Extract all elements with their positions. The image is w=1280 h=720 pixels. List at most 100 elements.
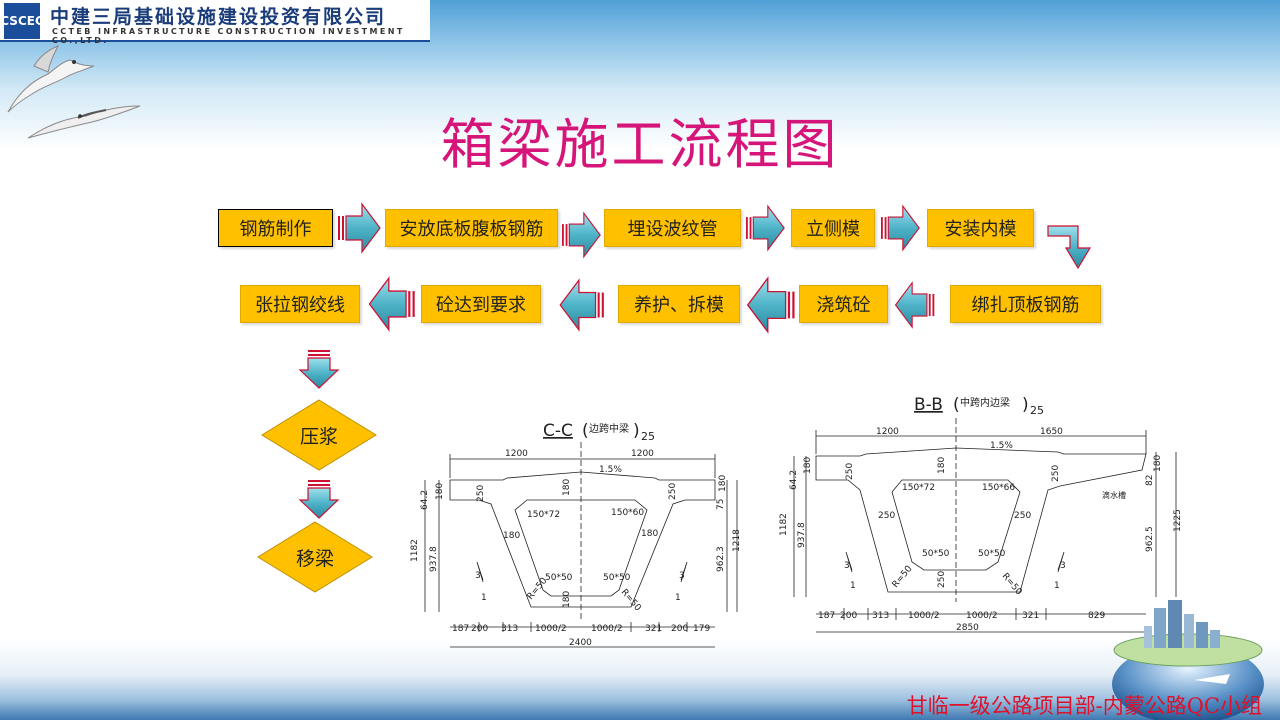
company-name-cn: 中建三局基础设施建设投资有限公司 [50, 2, 386, 29]
down-arrow-icon [298, 350, 340, 390]
step-place-bottom-web-rebar: 安放底板腹板钢筋 [385, 209, 558, 247]
dim-label: 313 [501, 624, 518, 634]
dim-label: 180 [803, 457, 813, 474]
dim-label: R=50 [619, 588, 643, 614]
dim-label: 1.5% [990, 441, 1013, 451]
dim-label: 3 [1060, 561, 1066, 571]
dim-label: 180 [718, 475, 728, 492]
company-logo-bar: CSCEC 中建三局基础设施建设投资有限公司 CCTEB INFRASTRUCT… [0, 0, 430, 42]
dim-label: 200 [840, 611, 857, 621]
dim-label: 250 [1014, 511, 1031, 521]
dim-label: 1 [675, 593, 681, 603]
svg-text:(: ( [582, 421, 589, 441]
company-logo-icon: CSCEC [4, 3, 40, 39]
dim-label: 1000/2 [591, 624, 623, 634]
dim-label: 2850 [956, 623, 979, 633]
block-arrow-icon [562, 210, 602, 260]
section-scale: 25 [641, 430, 655, 443]
decision-grouting: 压浆 [260, 398, 378, 472]
dim-label: 250 [845, 463, 855, 480]
dim-label: 1 [1054, 581, 1060, 591]
step-concrete-strength: 砼达到要求 [421, 285, 541, 323]
dim-label: 200 [671, 624, 688, 634]
step-top-slab-rebar: 绑扎顶板钢筋 [950, 285, 1101, 323]
svg-text:(: ( [953, 395, 960, 415]
dim-label: 180 [562, 479, 572, 496]
decision-move-beam: 移梁 [256, 520, 374, 594]
section-scale: 25 [1030, 404, 1044, 417]
step-pour-concrete: 浇筑砼 [799, 285, 888, 323]
block-arrow-icon [746, 203, 786, 253]
section-title: B-B [914, 395, 943, 415]
dim-label: 1182 [410, 539, 420, 562]
block-arrow-icon [891, 281, 937, 329]
dim-label: 313 [872, 611, 889, 621]
dim-label: 150*72 [527, 510, 560, 520]
step-inner-formwork: 安装内模 [927, 209, 1034, 247]
dim-label: 250 [668, 483, 678, 500]
block-arrow-icon [744, 276, 796, 334]
dim-label: 150*66 [982, 483, 1015, 493]
dim-label: 50*50 [545, 573, 573, 583]
dim-label: 321 [1022, 611, 1039, 621]
block-arrow-icon [556, 278, 606, 332]
dim-label: 3 [679, 571, 685, 581]
dim-label: 937.8 [429, 546, 439, 572]
dim-label: 962.5 [1145, 526, 1155, 552]
step-side-formwork: 立侧模 [791, 209, 875, 247]
dim-label: 1200 [505, 449, 528, 459]
svg-text:): ) [633, 421, 640, 441]
dim-label: 187 [818, 611, 835, 621]
dim-label: 150*72 [902, 483, 935, 493]
dim-label: 1000/2 [966, 611, 998, 621]
dim-label: R=50 [1000, 572, 1024, 598]
dim-label: 179 [693, 624, 710, 634]
block-arrow-icon [366, 276, 416, 332]
dim-label: 250 [1051, 465, 1061, 482]
dim-label: 1182 [779, 513, 789, 536]
dim-label: 1.5% [599, 465, 622, 475]
step-rebar-fabrication: 钢筋制作 [218, 209, 333, 247]
dim-label: 50*50 [978, 549, 1006, 559]
dim-label: 1 [850, 581, 856, 591]
step-cure-strip: 养护、拆模 [618, 285, 740, 323]
dim-label: 180 [562, 591, 572, 608]
dim-label: 1200 [876, 427, 899, 437]
dim-label: R=50 [526, 576, 550, 602]
cross-section-cc-drawing: C-C ( 边跨中梁 ) 25 1200 1200 1.5% 64.2 180 … [405, 412, 750, 662]
diamond-label: 移梁 [256, 520, 374, 594]
diamond-label: 压浆 [260, 398, 378, 472]
dim-label: 187 [452, 624, 469, 634]
dim-label: 82 [1145, 475, 1155, 486]
bent-arrow-icon [1046, 224, 1096, 270]
block-arrow-icon [881, 203, 921, 253]
drip-groove-label: 滴水槽 [1102, 490, 1126, 500]
dim-label: 180 [937, 457, 947, 474]
dim-label: 180 [641, 529, 658, 539]
dim-label: 75 [716, 499, 726, 510]
section-title: C-C [543, 421, 573, 441]
dim-label: 200 [471, 624, 488, 634]
svg-text:): ) [1022, 395, 1029, 415]
block-arrow-icon [338, 202, 382, 254]
dim-label: 50*50 [922, 549, 950, 559]
dim-label: 3 [844, 561, 850, 571]
dim-label: 829 [1088, 611, 1105, 621]
dim-label: 1000/2 [535, 624, 567, 634]
footer-credit: 甘临一级公路项目部-内蒙公路QC小组 [907, 690, 1262, 720]
dim-label: 962.3 [716, 546, 726, 572]
dim-label: 937.8 [797, 522, 807, 548]
dim-label: 150*60 [611, 508, 644, 518]
dim-label: 250 [937, 571, 947, 588]
dim-label: 50*50 [603, 573, 631, 583]
dim-label: 180 [1153, 455, 1163, 472]
down-arrow-icon [298, 480, 340, 520]
dim-label: 250 [878, 511, 895, 521]
dim-label: 250 [476, 485, 486, 502]
dim-label: 64.2 [789, 470, 799, 490]
section-subtitle: 中跨内边梁 [960, 396, 1010, 409]
page-title: 箱梁施工流程图 [0, 100, 1280, 179]
dim-label: 1000/2 [908, 611, 940, 621]
dim-label: 321 [645, 624, 662, 634]
section-subtitle: 边跨中梁 [589, 422, 629, 435]
